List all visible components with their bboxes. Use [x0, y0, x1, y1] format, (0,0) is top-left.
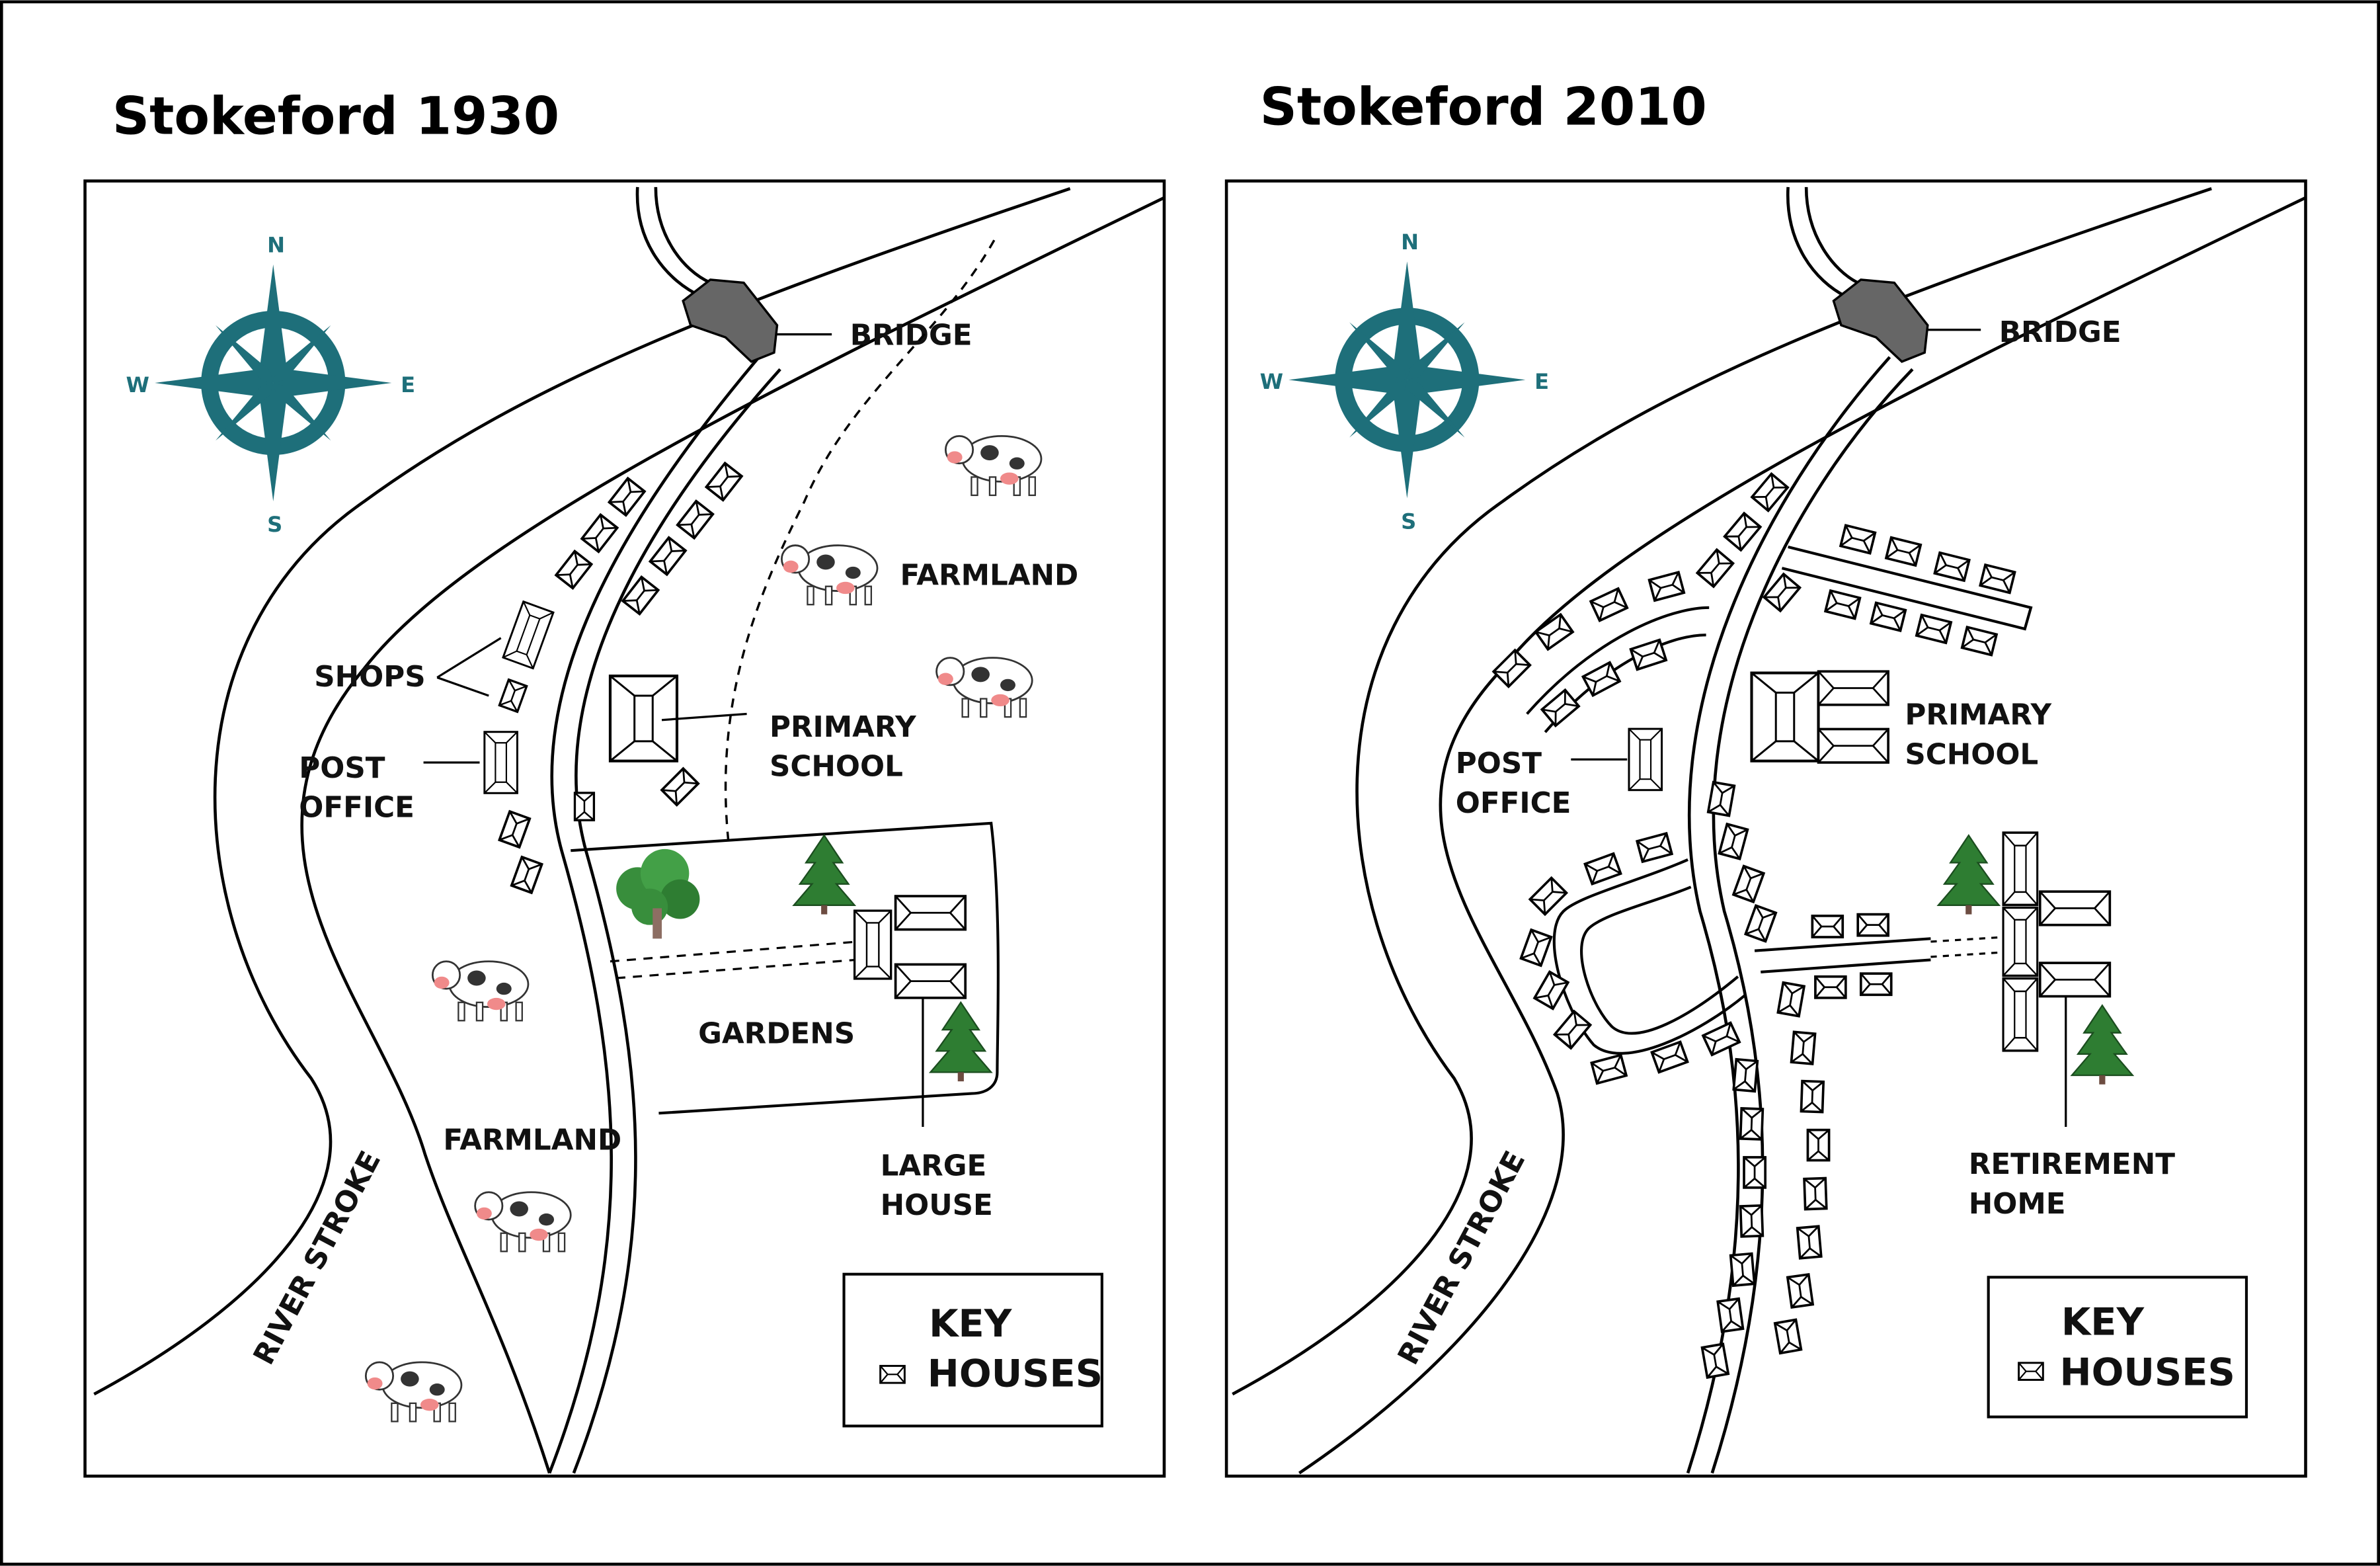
farmland-south-label: FARMLAND — [443, 1124, 621, 1157]
compass-icon: N S E W — [126, 233, 416, 537]
svg-text:HOUSE: HOUSE — [881, 1189, 993, 1222]
svg-text:SCHOOL: SCHOOL — [1905, 738, 2038, 771]
retirement-home-label: RETIREMENT — [1969, 1148, 2175, 1181]
river-bank-east — [1298, 196, 2307, 1475]
post-office-label: POST — [299, 752, 385, 785]
svg-text:W: W — [126, 372, 149, 397]
bridge-label: BRIDGE — [850, 319, 972, 352]
bridge — [1832, 278, 1929, 363]
primary-school-label: PRIMARY — [770, 711, 916, 744]
svg-text:OFFICE: OFFICE — [1456, 787, 1571, 820]
footpath — [724, 239, 996, 843]
shops-label: SHOPS — [314, 661, 425, 694]
river-bank-west — [93, 186, 1071, 1396]
svg-text:E: E — [1534, 369, 1549, 394]
svg-text:N: N — [267, 233, 285, 258]
map-key: KEY HOUSES — [1987, 1276, 2248, 1419]
post-office-label: POST — [1456, 747, 1542, 780]
main-road — [547, 356, 760, 1474]
retirement-home-building — [2002, 831, 2112, 1052]
compass-icon: N S E W — [1260, 229, 1550, 534]
key-houses-label: HOUSES — [2060, 1350, 2235, 1394]
bridge-label: BRIDGE — [1999, 316, 2122, 349]
gardens-boundary — [571, 821, 1000, 1115]
map-title: Stokeford 2010 — [1260, 78, 1707, 138]
post-office-building — [1628, 727, 1663, 792]
svg-text:SCHOOL: SCHOOL — [770, 751, 903, 784]
bridge — [682, 278, 779, 363]
map-key: KEY HOUSES — [842, 1272, 1103, 1428]
svg-text:E: E — [401, 372, 415, 397]
svg-text:OFFICE: OFFICE — [299, 792, 415, 825]
primary-school-building — [1750, 670, 1889, 764]
primary-school-label: PRIMARY — [1905, 699, 2051, 732]
gardens-label: GARDENS — [698, 1018, 855, 1051]
large-house-building — [853, 895, 967, 999]
svg-text:N: N — [1401, 229, 1419, 255]
farmland-north-label: FARMLAND — [900, 559, 1078, 592]
key-houses-label: HOUSES — [928, 1352, 1103, 1396]
map-title: Stokeford 1930 — [112, 87, 559, 146]
oak-tree-icon — [616, 848, 700, 939]
post-office-building — [483, 731, 518, 794]
key-title: KEY — [929, 1301, 1013, 1346]
river-bank-west — [1232, 186, 2212, 1396]
svg-text:S: S — [1401, 509, 1416, 534]
large-house-label: LARGE — [881, 1149, 987, 1182]
svg-text:W: W — [1260, 369, 1283, 394]
key-title: KEY — [2061, 1300, 2145, 1344]
svg-text:HOME: HOME — [1969, 1188, 2066, 1221]
svg-text:S: S — [267, 512, 282, 537]
primary-school-building — [608, 675, 679, 762]
